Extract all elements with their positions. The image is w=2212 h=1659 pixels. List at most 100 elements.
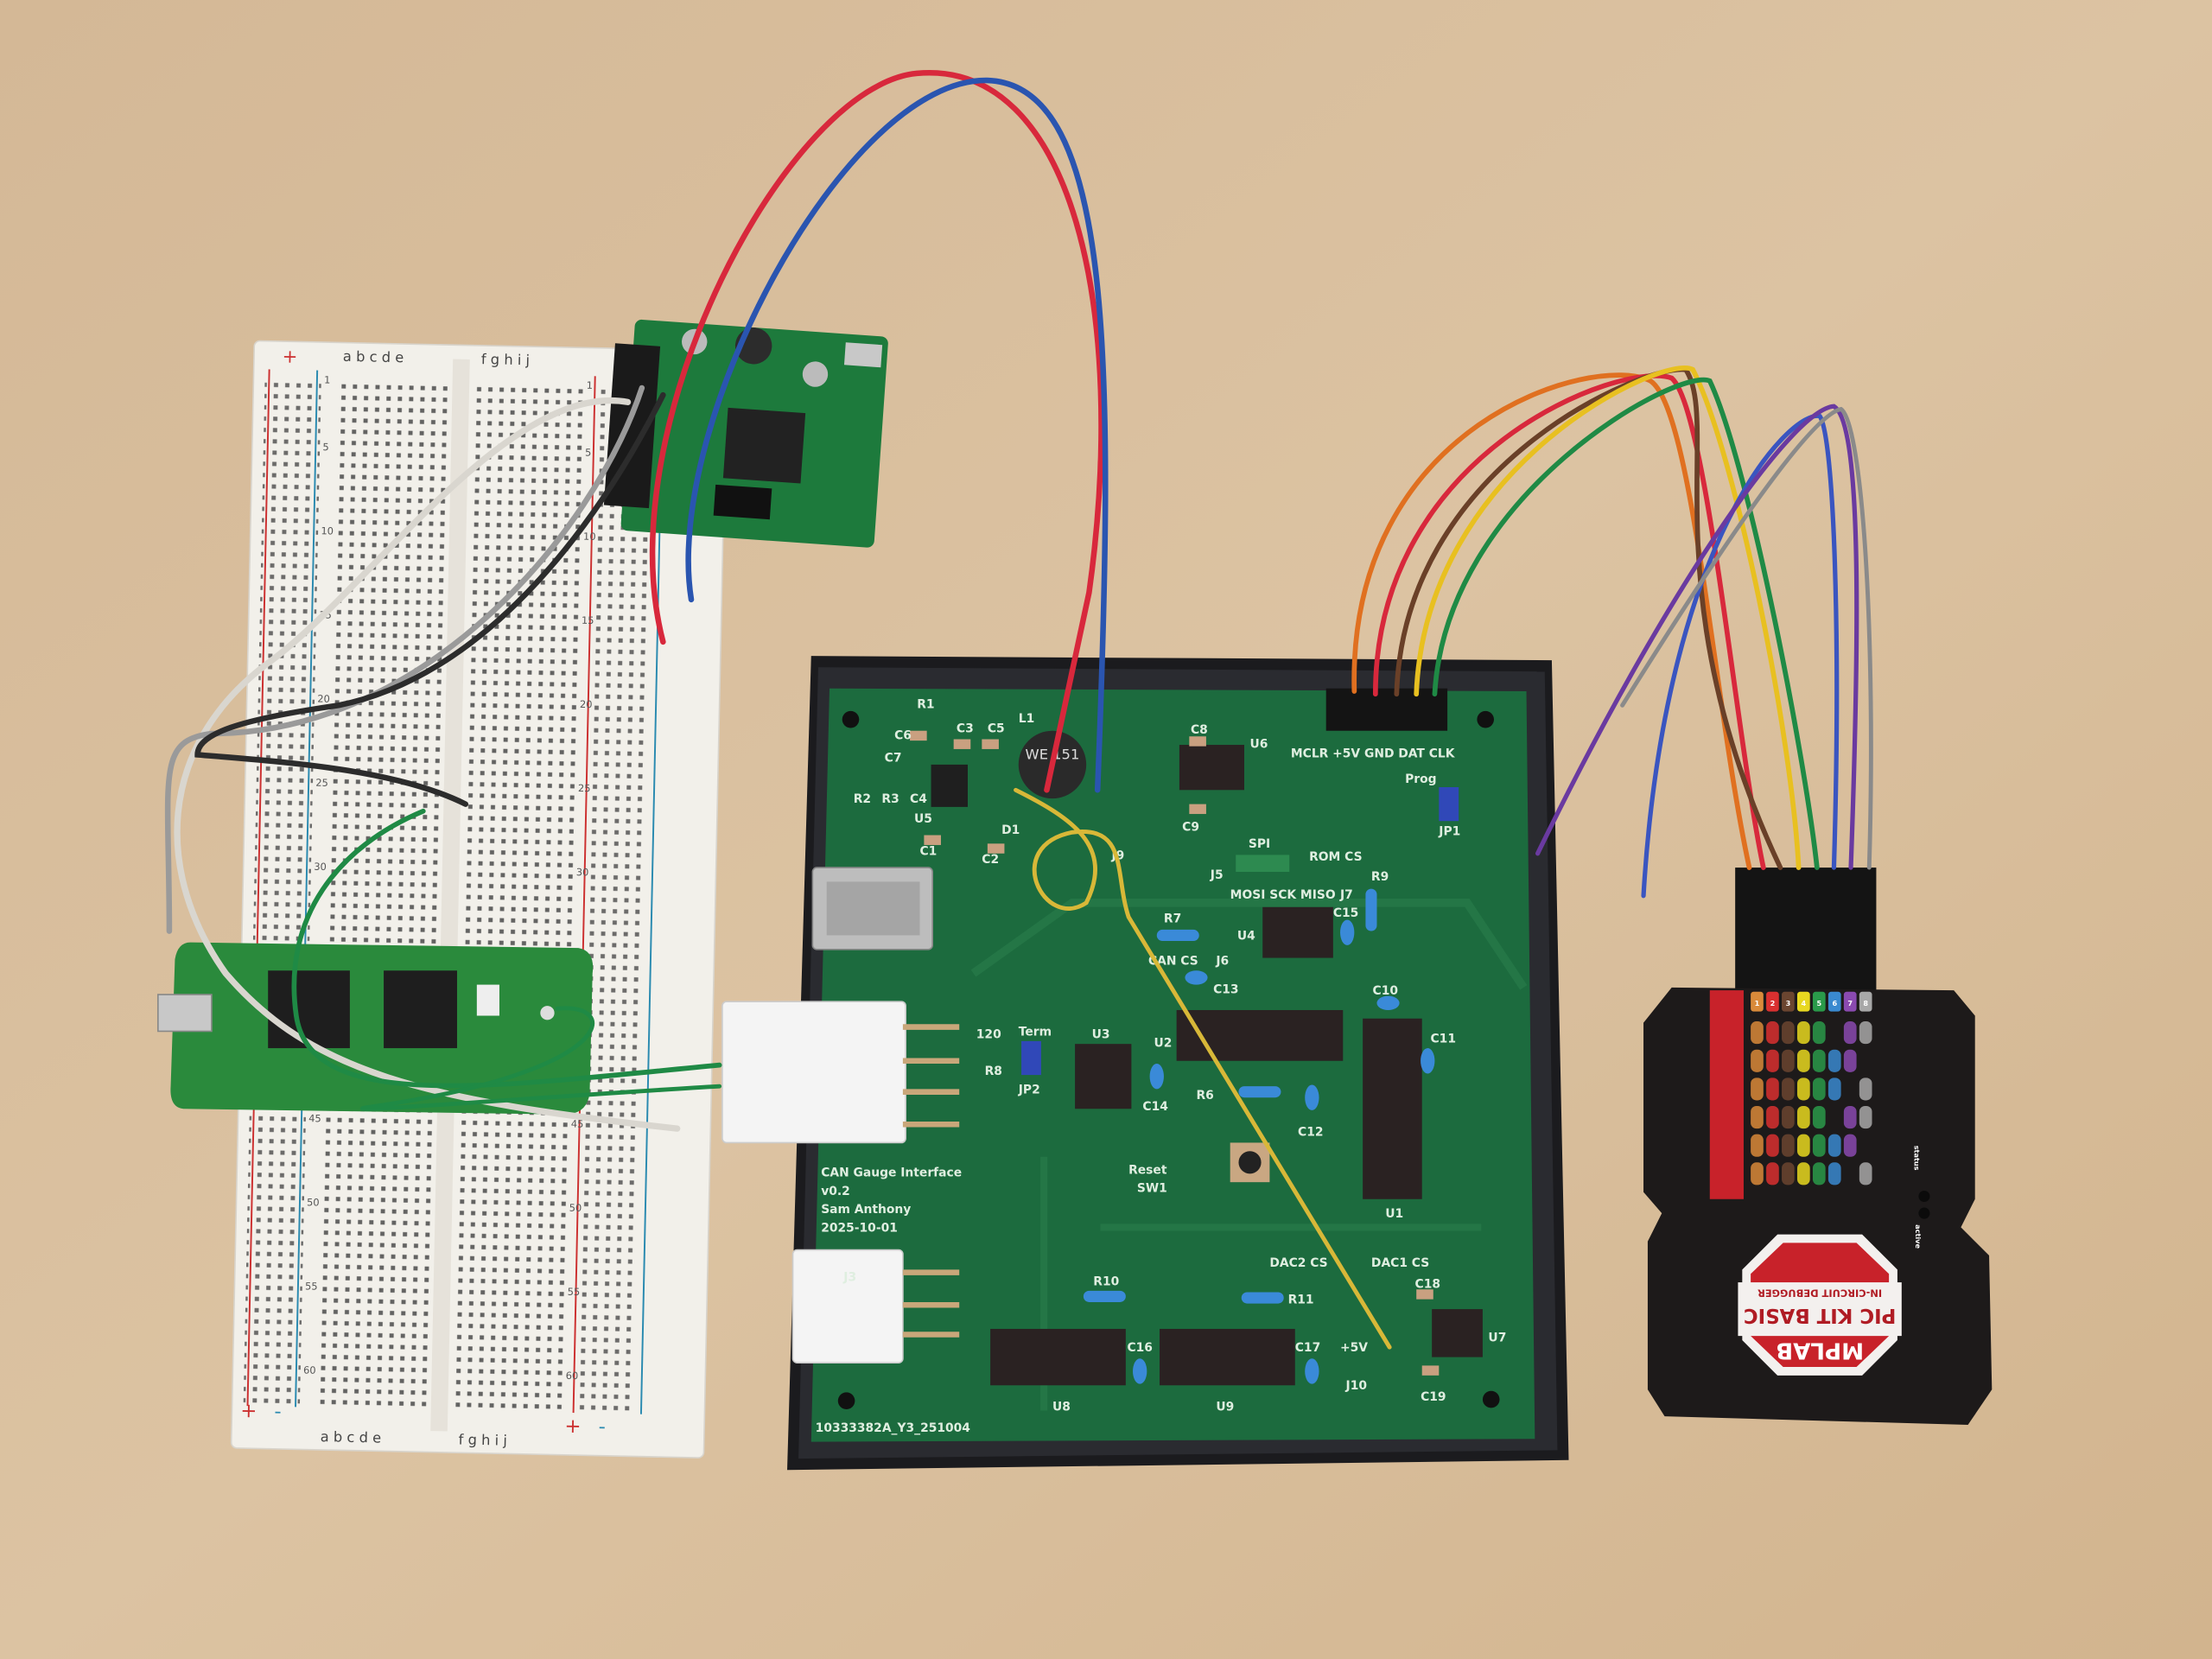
- label-u1: U1: [1385, 1207, 1403, 1221]
- black-wire[interactable]: [194, 391, 666, 807]
- label-c12: C12: [1298, 1125, 1323, 1139]
- socket: [713, 484, 772, 520]
- jumper-jp1[interactable]: [1439, 787, 1459, 822]
- purple-wire[interactable]: [1535, 404, 1859, 870]
- header-pin-labels: MCLR +5V GND DAT CLK: [1291, 747, 1456, 761]
- row-number-left: 50: [307, 1196, 320, 1208]
- pin-function-pill: [1751, 1077, 1764, 1101]
- pin-color-swatch: [1782, 991, 1795, 1012]
- green-wire-2[interactable]: [360, 1006, 722, 1111]
- rail-plus-label-top: +: [282, 346, 297, 368]
- green-prog-wire[interactable]: [1432, 377, 1820, 870]
- programming-header[interactable]: [1325, 688, 1448, 731]
- yellow-prog-wire[interactable]: [1414, 365, 1802, 870]
- pin-function-pill: [1843, 1106, 1857, 1129]
- pin-function-pill: [1812, 1162, 1826, 1185]
- pin-function-pill: [1812, 1106, 1826, 1129]
- row-number-right: 5: [585, 447, 592, 459]
- pin-function-pill: [1782, 1021, 1795, 1045]
- label-c18: C18: [1415, 1278, 1440, 1292]
- pickit-connector: [1735, 868, 1877, 992]
- pin-function-pill: [1827, 1077, 1841, 1101]
- row-number-right: 10: [583, 531, 596, 543]
- blue-wire[interactable]: [685, 77, 1109, 793]
- molex-connector-j3[interactable]: [791, 1249, 904, 1363]
- jumper-jp2[interactable]: [1021, 1040, 1041, 1076]
- pin-function-pill: [1812, 1077, 1826, 1101]
- red-wire[interactable]: [649, 70, 1104, 793]
- label-r7: R7: [1164, 912, 1181, 926]
- pin-function-pill: [1797, 1162, 1810, 1185]
- row-number-left: 55: [305, 1280, 318, 1292]
- pin-function-pill: [1843, 1134, 1857, 1157]
- pin-header: [603, 343, 661, 509]
- row-number-left: 20: [317, 693, 330, 705]
- label-term: Term: [1019, 1025, 1052, 1039]
- label-term-value: 120: [976, 1028, 1001, 1042]
- row-number-left: 5: [322, 441, 329, 453]
- pin-number: 5: [1817, 999, 1822, 1007]
- mini-usb-port[interactable]: [157, 994, 213, 1033]
- row-number-left: 1: [324, 373, 331, 385]
- pin-function-pill: [1797, 1134, 1810, 1157]
- pin-function-pill: [1812, 1021, 1826, 1045]
- green-wire[interactable]: [291, 808, 722, 1089]
- ic-chip: [268, 970, 350, 1049]
- pin-color-swatch: [1797, 991, 1810, 1012]
- pin-color-swatch: [1843, 991, 1857, 1012]
- spi-header-j5[interactable]: [1236, 855, 1290, 872]
- label-jp2: JP2: [1018, 1083, 1040, 1096]
- pin-function-pill: [1766, 1134, 1779, 1157]
- pin-number: 8: [1863, 999, 1868, 1007]
- capacitor-can: [802, 361, 829, 387]
- label-dac2-cs: DAC2 CS: [1269, 1256, 1327, 1270]
- label-r9: R9: [1371, 870, 1389, 884]
- gray-wire[interactable]: [164, 385, 645, 934]
- board-date: 2025-10-01: [821, 1221, 898, 1235]
- ic-u5: [931, 764, 968, 807]
- row-number-right: 60: [566, 1370, 579, 1382]
- usb-module-board: [603, 319, 888, 548]
- micro-usb-port[interactable]: [843, 342, 883, 368]
- label-c8: C8: [1191, 723, 1208, 737]
- pin-function-pill: [1859, 1021, 1872, 1045]
- label-l1: L1: [1019, 712, 1034, 726]
- connector-pins: [902, 1024, 960, 1128]
- status-led: [1918, 1190, 1930, 1203]
- label-spi: SPI: [1249, 837, 1270, 851]
- board-author: Sam Anthony: [821, 1203, 911, 1217]
- orange-wire[interactable]: [1351, 372, 1752, 870]
- label-j3: J3: [842, 1270, 856, 1284]
- pin-function-pill: [1751, 1049, 1764, 1072]
- label-u5: U5: [914, 812, 932, 826]
- pin-function-pill: [1766, 1049, 1779, 1072]
- label-j10: J10: [1345, 1379, 1367, 1393]
- red-prog-wire[interactable]: [1372, 373, 1766, 870]
- reset-button-cap[interactable]: [1238, 1151, 1262, 1174]
- label-c16: C16: [1127, 1341, 1152, 1355]
- pin-function-pill: [1859, 1162, 1872, 1185]
- yellow-wire[interactable]: [1014, 787, 1392, 1350]
- pin-function-pill: [1797, 1106, 1810, 1129]
- row-number-left: 25: [315, 777, 328, 789]
- row-number-left: 60: [303, 1363, 316, 1376]
- label-j7: J7: [1339, 888, 1353, 902]
- blue-prog-wire[interactable]: [1641, 413, 1840, 899]
- row-number-left: 30: [314, 861, 327, 873]
- rail-plus-label: +: [240, 1400, 257, 1422]
- label-c6: C6: [894, 729, 912, 743]
- row-number-right: 55: [568, 1286, 581, 1298]
- pin-function-pill: [1782, 1077, 1795, 1101]
- label-c5: C5: [988, 721, 1005, 735]
- row-number-left: 10: [321, 524, 334, 537]
- molex-connector-j2[interactable]: [721, 1001, 906, 1144]
- connector-pins: [902, 1269, 960, 1338]
- gray-prog-wire[interactable]: [1620, 406, 1873, 870]
- board-version: v0.2: [821, 1185, 850, 1198]
- pin-number: 4: [1802, 999, 1807, 1007]
- label-spi-pins: MOSI SCK MISO: [1230, 888, 1336, 902]
- pin-color-swatch: [1859, 991, 1872, 1012]
- pin-function-pill: [1797, 1049, 1810, 1072]
- logo-product: PIC KIT BASIC: [1744, 1304, 1897, 1326]
